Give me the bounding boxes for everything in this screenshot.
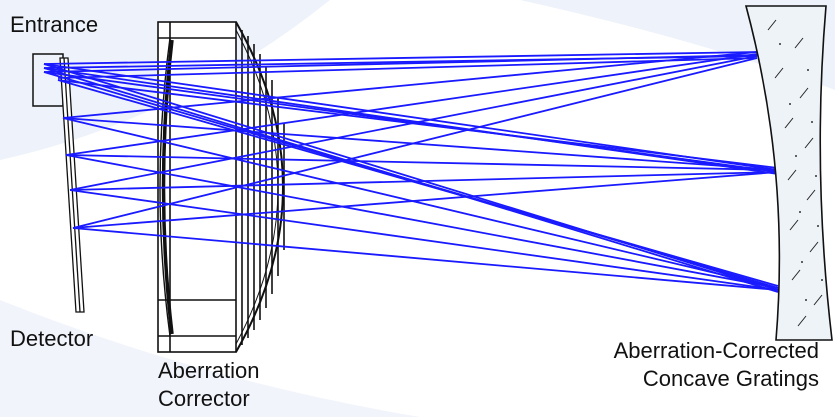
entrance-label: Entrance: [10, 12, 99, 37]
detector-label: Detector: [10, 326, 94, 351]
aberration-corrector-label-line1: Aberration: [158, 358, 260, 383]
aberration-corrector-label-line2: Corrector: [158, 386, 250, 411]
concave-grating: [744, 5, 833, 341]
ray-bundle: [43, 51, 779, 293]
grating-label-line2: Concave Gratings: [642, 366, 819, 391]
detector: [59, 57, 85, 313]
grating-label-line1: Aberration-Corrected: [613, 338, 819, 363]
